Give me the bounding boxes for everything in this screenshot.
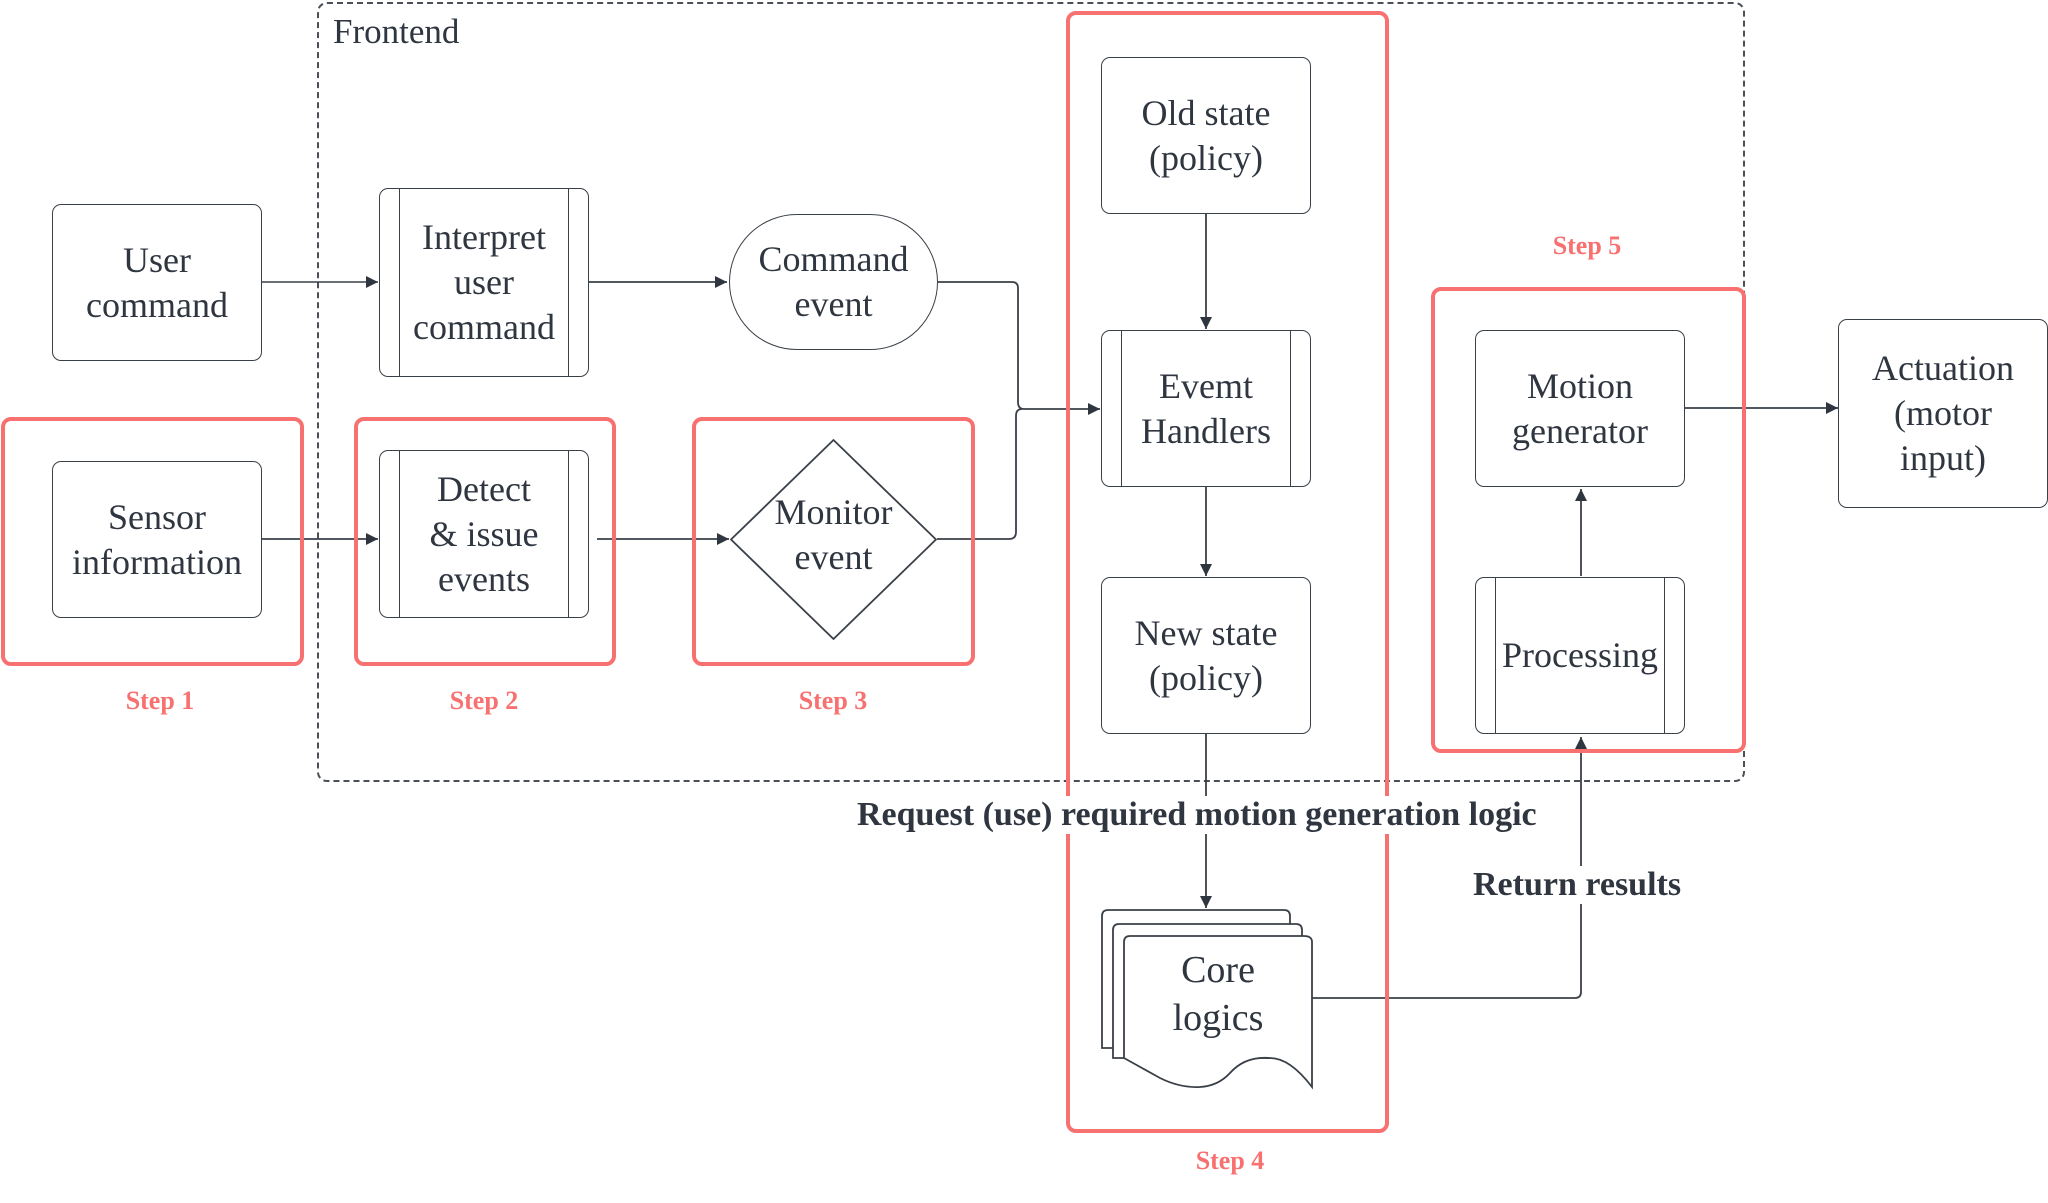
frontend-frame-title: Frontend <box>333 12 460 51</box>
old-state-node[interactable]: Old state (policy) <box>1101 57 1311 214</box>
sensor-information-node[interactable]: Sensor information <box>52 461 262 618</box>
edge-monitor-to-handlers <box>937 408 1023 540</box>
detect-issue-events-node[interactable]: Detect & issue events <box>379 450 589 618</box>
monitor-event-label: Monitor event <box>774 492 893 577</box>
request-logic-edge-label: Request (use) required motion generation… <box>853 796 1541 834</box>
command-event-node[interactable]: Command event <box>729 214 938 350</box>
event-handlers-node[interactable]: Evemt Handlers <box>1101 330 1311 487</box>
event-handlers-label: Evemt Handlers <box>1141 365 1271 451</box>
step-5-box <box>1431 287 1746 753</box>
edge-core-to-processing <box>1312 737 1587 999</box>
core-logics-node[interactable] <box>1100 908 1314 1090</box>
processing-label: Processing <box>1502 635 1658 675</box>
actuation-node[interactable]: Actuation (motor input) <box>1838 319 2048 508</box>
actuation-label: Actuation (motor input) <box>1872 348 2014 478</box>
sensor-information-label: Sensor information <box>72 496 242 582</box>
detect-issue-events-label: Detect & issue events <box>429 468 539 599</box>
monitor-event-node[interactable] <box>729 439 938 640</box>
step-2-label: Step 2 <box>449 686 519 715</box>
core-logics-label: Core logics <box>1172 949 1264 1039</box>
interpret-user-command-node[interactable]: Interpret user command <box>379 188 589 377</box>
step-4-label: Step 4 <box>1195 1146 1265 1175</box>
step-1-box <box>1 417 304 666</box>
step-4-box <box>1066 11 1389 1133</box>
return-results-edge-label: Return results <box>1469 866 1686 904</box>
motion-generator-node[interactable]: Motion generator <box>1475 330 1685 487</box>
step-3-box <box>692 417 975 666</box>
step-3-label: Step 3 <box>798 686 868 715</box>
interpret-user-command-label: Interpret user command <box>413 217 555 347</box>
command-event-label: Command event <box>758 239 909 324</box>
step-5-label: Step 5 <box>1552 231 1622 260</box>
user-command-node[interactable]: User command <box>52 204 262 361</box>
monitor-event-diamond <box>730 439 937 640</box>
motion-generator-label: Motion generator <box>1512 365 1648 451</box>
old-state-label: Old state (policy) <box>1141 92 1271 178</box>
new-state-node[interactable]: New state (policy) <box>1101 577 1311 734</box>
new-state-label: New state (policy) <box>1134 612 1278 698</box>
processing-node[interactable]: Processing <box>1475 577 1685 734</box>
user-command-label: User command <box>86 239 228 325</box>
step-1-label: Step 1 <box>125 686 195 715</box>
step-2-box <box>354 417 616 666</box>
